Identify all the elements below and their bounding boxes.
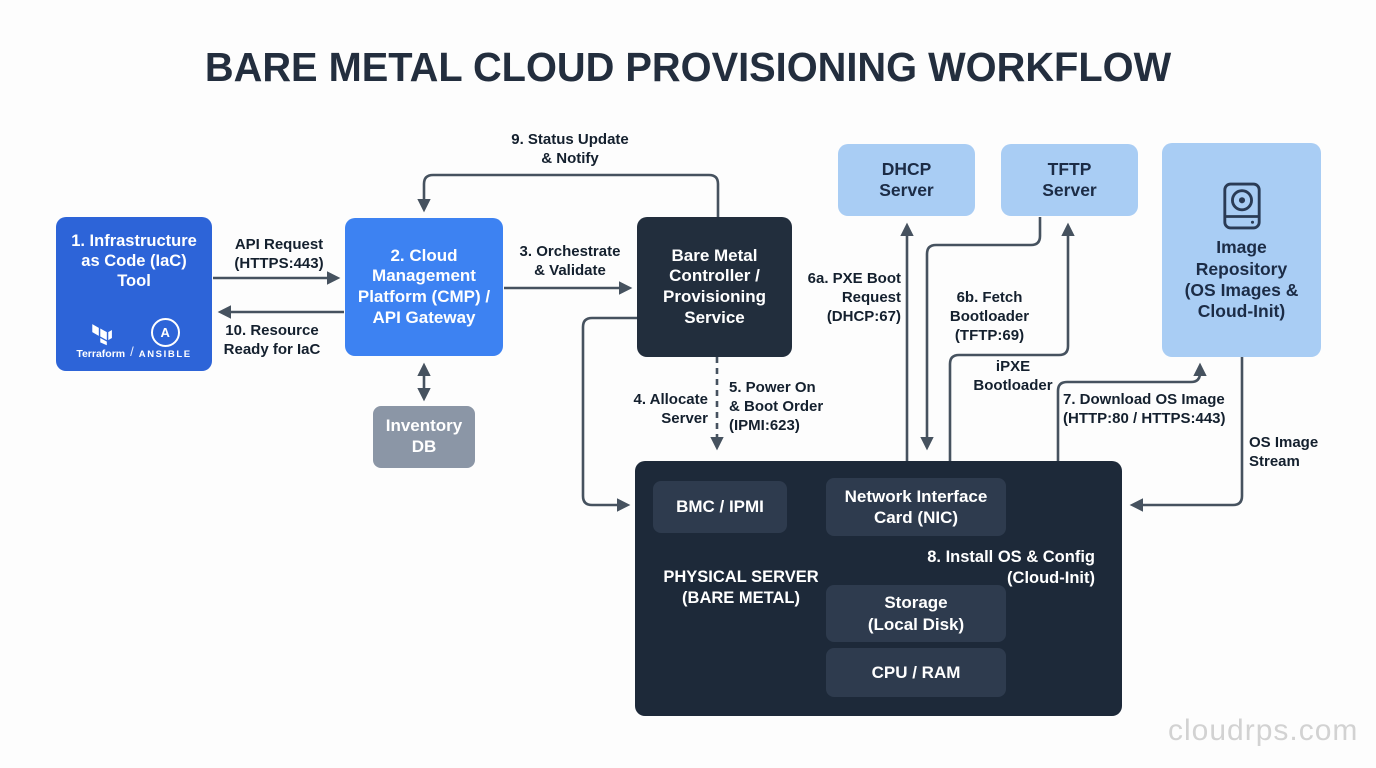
label-ipxe-bootloader: iPXE Bootloader bbox=[973, 358, 1053, 394]
label-power-on: 5. Power On & Boot Order (IPMI:623) bbox=[729, 379, 824, 434]
hard-drive-icon bbox=[1222, 182, 1261, 230]
terraform-label: Terraform bbox=[76, 348, 126, 361]
node-bmc-ipmi: BMC / IPMI bbox=[653, 481, 787, 533]
node-iac-tool: 1. Infrastructure as Code (IaC) Tool Ter… bbox=[56, 217, 212, 371]
node-cpu-ram: CPU / RAM bbox=[826, 648, 1006, 697]
terraform-icon bbox=[91, 324, 112, 346]
label-install-os: 8. Install OS & Config (Cloud-Init) bbox=[927, 548, 1095, 587]
watermark: cloudrps.com bbox=[1168, 714, 1359, 747]
repo-label: Image Repository (OS Images & Cloud-Init… bbox=[1184, 237, 1299, 322]
edge-fetch-bootloader bbox=[948, 222, 1075, 461]
page-title: BARE METAL CLOUD PROVISIONING WORKFLOW bbox=[204, 44, 1172, 90]
physical-server-label: PHYSICAL SERVER (BARE METAL) bbox=[663, 568, 819, 607]
terraform-logo: Terraform bbox=[76, 322, 125, 361]
node-tftp-server: TFTP Server bbox=[1001, 144, 1138, 216]
label-fetch-bootloader: 6b. Fetch Bootloader (TFTP:69) bbox=[949, 289, 1030, 344]
edge-status-update bbox=[417, 173, 720, 217]
label-api-request: API Request (HTTPS:443) bbox=[234, 236, 324, 272]
node-nic: Network Interface Card (NIC) bbox=[826, 478, 1006, 536]
label-resource-ready: 10. Resource Ready for IaC bbox=[223, 322, 321, 358]
iac-label: 1. Infrastructure as Code (IaC) Tool bbox=[71, 232, 197, 291]
ansible-icon: A bbox=[150, 318, 180, 348]
edge-os-stream bbox=[1129, 357, 1244, 512]
ansible-logo: A ANSIBLE bbox=[139, 318, 192, 361]
label-pxe-request: 6a. PXE Boot Request (DHCP:67) bbox=[807, 270, 901, 325]
logo-separator: / bbox=[130, 344, 134, 360]
node-controller: Bare Metal Controller / Provisioning Ser… bbox=[637, 217, 792, 357]
node-cmp: 2. Cloud Management Platform (CMP) / API… bbox=[345, 218, 503, 356]
ansible-label: ANSIBLE bbox=[138, 349, 192, 361]
label-download-os: 7. Download OS Image (HTTP:80 / HTTPS:44… bbox=[1063, 391, 1226, 427]
node-dhcp-server: DHCP Server bbox=[838, 144, 975, 216]
label-allocate: 4. Allocate Server bbox=[633, 391, 708, 427]
label-orchestrate: 3. Orchestrate & Validate bbox=[519, 243, 621, 279]
iac-logos: Terraform / A ANSIBLE bbox=[56, 318, 212, 361]
node-inventory-db: Inventory DB bbox=[373, 406, 475, 468]
edge-allocate bbox=[581, 316, 637, 512]
node-image-repo: Image Repository (OS Images & Cloud-Init… bbox=[1162, 143, 1321, 357]
edge-tftp-response bbox=[920, 217, 1042, 451]
label-os-stream: OS Image Stream bbox=[1249, 434, 1319, 470]
label-status-update: 9. Status Update & Notify bbox=[511, 131, 629, 167]
edge-download-os bbox=[1056, 362, 1207, 461]
node-storage: Storage (Local Disk) bbox=[826, 585, 1006, 642]
